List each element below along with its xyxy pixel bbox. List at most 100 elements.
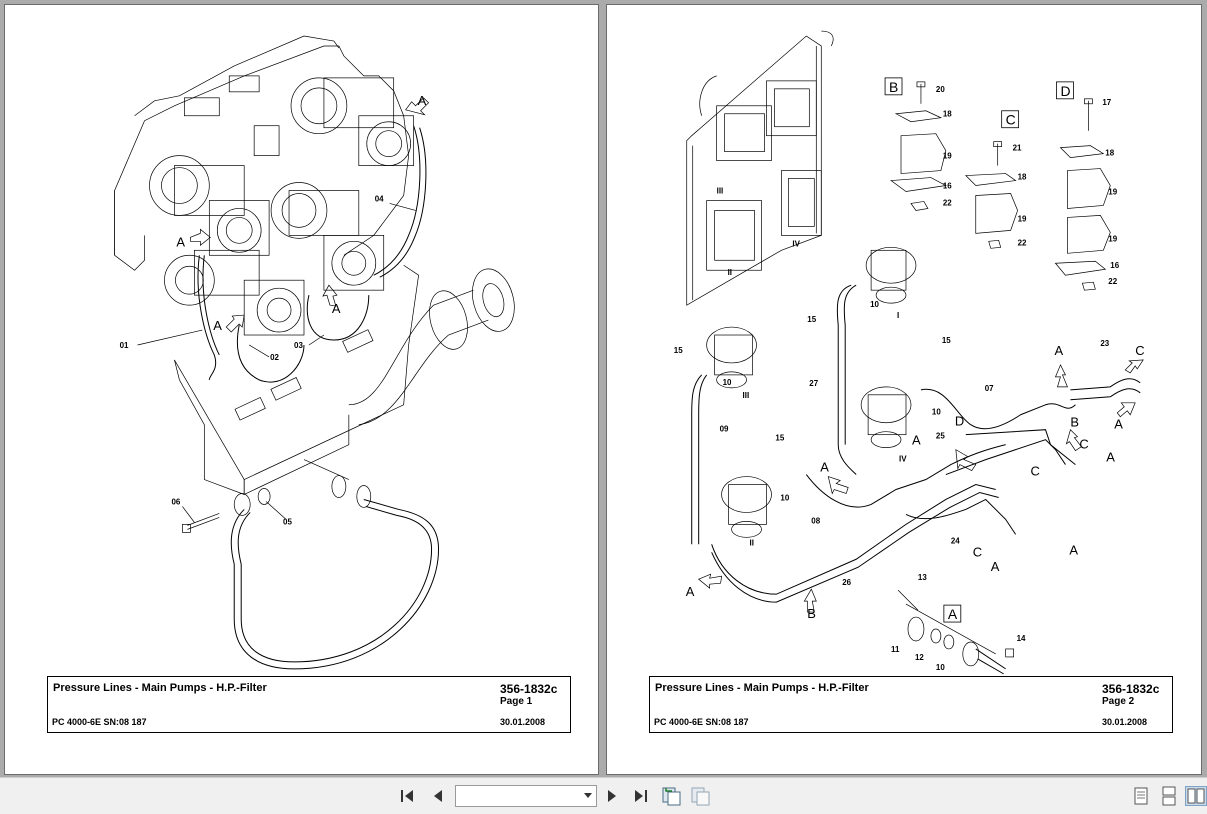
callout-24: 24: [951, 536, 960, 545]
callout-22: 22: [1018, 238, 1027, 247]
view-arrow: [1116, 402, 1136, 418]
flange-coupling: [356, 485, 372, 508]
document-title: Pressure Lines - Main Pumps - H.P.-Filte…: [655, 682, 869, 694]
previous-page-icon: [434, 790, 442, 802]
go-forward-button[interactable]: [690, 786, 710, 806]
callout-27: 27: [809, 379, 818, 388]
hose-04-outline: [379, 127, 427, 278]
bolt-06: [182, 513, 220, 533]
view-arrow-a: [190, 228, 211, 247]
callout-15: 15: [674, 346, 683, 355]
last-page-icon: [635, 790, 647, 802]
callout-19: 19: [943, 152, 952, 161]
go-back-icon: [662, 787, 681, 806]
view-label-b: B: [1070, 415, 1079, 430]
roman-label: III: [743, 391, 750, 400]
go-back-button[interactable]: [661, 786, 681, 806]
detail-c-parts: [964, 141, 1018, 249]
hose-01-outline: [202, 255, 220, 356]
page-select[interactable]: [455, 785, 597, 807]
callout-11: 11: [891, 645, 900, 654]
continuous-view-button[interactable]: [1159, 786, 1179, 806]
page-number: Page 2: [1102, 696, 1135, 707]
next-page-button[interactable]: [602, 786, 622, 806]
callout-13: 13: [918, 573, 927, 582]
view-arrow: [955, 448, 977, 472]
callout-20: 20: [936, 85, 945, 94]
callout-14: 14: [1017, 634, 1026, 643]
callout-10: 10: [870, 300, 879, 309]
view-label-a: A: [991, 559, 1000, 574]
view-arrow: [803, 588, 817, 613]
callout-10: 10: [932, 408, 941, 417]
pipe-26: [711, 483, 996, 595]
leader-03: [308, 334, 325, 346]
view-label-c: C: [1079, 437, 1088, 452]
continuous-view-icon: [1162, 786, 1176, 806]
svg-text:C: C: [1006, 112, 1016, 128]
view-label-c: C: [1135, 343, 1144, 358]
callout-16: 16: [943, 182, 952, 191]
view-label-a: A: [1114, 417, 1123, 432]
pipe-25: [945, 439, 1066, 476]
callout-22: 22: [1108, 277, 1117, 286]
document-page-2: B C D A 20 18 19 16 22 21 18 19 22 17 18…: [606, 4, 1202, 775]
pipe-23-outline: [1070, 388, 1141, 401]
document-date: 30.01.2008: [500, 717, 546, 727]
view-label-b: B: [807, 606, 816, 621]
control-valve-block-i: [716, 105, 772, 161]
callout-01: 01: [120, 341, 129, 350]
last-page-button[interactable]: [630, 786, 650, 806]
view-arrow: [1065, 429, 1082, 452]
pump-housing-outline: [114, 45, 409, 256]
detail-b-parts: [890, 81, 947, 211]
document-date: 30.01.2008: [1102, 717, 1148, 727]
previous-page-button[interactable]: [428, 786, 448, 806]
callout-19: 19: [1108, 234, 1117, 243]
callout-10: 10: [780, 493, 789, 502]
view-label-a: A: [332, 301, 341, 316]
document-number: 356-1832c: [500, 682, 558, 696]
housing-top-edge: [134, 35, 340, 117]
page-number: Page 1: [500, 696, 533, 707]
two-page-view-button[interactable]: [1185, 786, 1207, 806]
hose-03: [306, 295, 370, 341]
svg-text:B: B: [889, 79, 898, 95]
detail-box-b: B: [884, 77, 903, 96]
view-label-a: A: [176, 234, 185, 249]
svg-text:A: A: [948, 606, 958, 622]
view-arrow-a: [225, 314, 245, 333]
pipe-24: [905, 498, 1017, 535]
hose-04: [373, 125, 421, 276]
callout-10: 10: [936, 663, 945, 672]
document-title: Pressure Lines - Main Pumps - H.P.-Filte…: [53, 682, 267, 694]
hose-long-return: [230, 498, 440, 670]
title-block: Pressure Lines - Main Pumps - H.P.-Filte…: [649, 676, 1173, 733]
single-page-view-icon: [1134, 787, 1148, 805]
view-label-a: A: [686, 584, 695, 599]
callout-22: 22: [943, 198, 952, 207]
roman-label: II: [728, 268, 732, 277]
housing-port: [253, 125, 280, 156]
callout-03: 03: [294, 341, 303, 350]
hose-09: [691, 374, 703, 545]
view-arrow: [698, 573, 723, 589]
mounting-frame-side: [174, 359, 245, 495]
callout-15: 15: [942, 336, 951, 345]
roman-label: III: [717, 186, 724, 195]
single-page-view-button[interactable]: [1131, 786, 1151, 806]
first-page-button[interactable]: [398, 786, 418, 806]
callout-10: 10: [723, 378, 732, 387]
pipe-25-branch: [965, 429, 1076, 465]
hp-filter-ii: [721, 476, 772, 538]
callout-19: 19: [1018, 214, 1027, 223]
valve-panel-edge: [692, 45, 817, 301]
suction-pipe-lower: [358, 319, 489, 426]
pipe-26-outline: [711, 491, 999, 603]
pipe-flange: [429, 290, 468, 350]
frame-cutout: [342, 329, 374, 353]
hose-27-outline: [843, 284, 857, 445]
flange-assembly-05: [233, 488, 271, 516]
valve-panel: [686, 35, 822, 306]
control-valve-block-iii: [706, 200, 762, 271]
